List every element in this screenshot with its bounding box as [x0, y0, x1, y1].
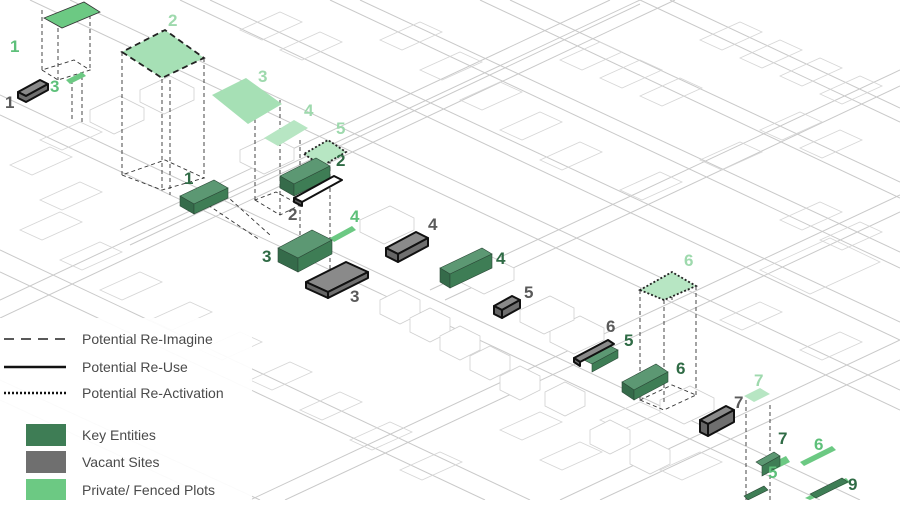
legend-key-entities: Key Entities	[26, 424, 156, 446]
plot-p2-top	[120, 28, 206, 80]
vacant-site-6	[573, 339, 615, 367]
legend-private-plots: Private/ Fenced Plots	[26, 479, 215, 500]
label-g7: 7	[778, 429, 787, 448]
legend: Potential Re-Imagine Potential Re-Use Po…	[0, 318, 252, 500]
label-k3-light: 3	[258, 67, 267, 86]
label-g9: 9	[848, 475, 857, 494]
vacant-site-5	[493, 295, 521, 319]
vacant-site-2	[293, 175, 343, 207]
label-g3: 3	[262, 247, 271, 266]
label-v3: 3	[350, 287, 359, 306]
label-p1: 1	[10, 37, 19, 56]
label-g4: 4	[496, 249, 506, 268]
label-g5: 5	[624, 331, 633, 350]
label-p4a: 4	[350, 207, 360, 226]
label-v5: 5	[524, 283, 533, 302]
legend-reimagine: Potential Re-Imagine	[4, 331, 213, 347]
key-entity-6	[621, 363, 669, 401]
label-p7: 7	[754, 371, 763, 390]
plot-strip-b	[330, 226, 356, 242]
legend-private-plots-label: Private/ Fenced Plots	[82, 482, 215, 498]
plot-p3-top	[212, 78, 282, 124]
label-g1: 1	[184, 169, 193, 188]
vacant-site-7	[699, 405, 735, 437]
key-entity-3	[277, 229, 333, 273]
legend-vacant-sites: Vacant Sites	[26, 451, 160, 473]
key-entity-9	[809, 477, 849, 499]
vacant-site-3	[305, 261, 369, 299]
plot-p7-top	[744, 388, 770, 402]
label-k5-light: 5	[336, 119, 345, 138]
vacant-site-4	[385, 231, 429, 263]
key-entity-4	[439, 247, 493, 289]
vacant-site-1	[17, 79, 49, 103]
label-p6b: 6	[814, 435, 823, 454]
key-entity-bottom	[743, 485, 769, 501]
label-v4: 4	[428, 215, 438, 234]
legend-reactivation: Potential Re-Activation	[4, 385, 224, 401]
label-k4-light: 4	[304, 101, 314, 120]
legend-key-entities-label: Key Entities	[82, 427, 156, 443]
legend-reuse: Potential Re-Use	[4, 359, 188, 375]
key-entities	[179, 157, 849, 501]
label-v7: 7	[734, 393, 743, 412]
key-entity-7	[755, 451, 781, 477]
key-entity-1	[179, 179, 229, 215]
plot-strip-a	[66, 72, 86, 84]
label-g2: 2	[336, 151, 345, 170]
plot-strip-c	[800, 446, 836, 466]
label-p6a: 6	[684, 251, 693, 270]
parcel-lines	[9, 11, 883, 481]
plot-p1-top	[43, 1, 101, 29]
label-g6: 6	[676, 359, 685, 378]
label-p5b: 5	[768, 463, 777, 482]
key-entity-2	[279, 157, 331, 197]
label-v2: 2	[288, 205, 297, 224]
elevated-plots	[43, 1, 850, 500]
legend-reactivation-label: Potential Re-Activation	[82, 385, 224, 401]
legend-vacant-sites-label: Vacant Sites	[82, 454, 160, 470]
number-labels: 1 2 3 1 3 4 5 1 2 2 4 3 3 4 4 5 6 6 5 6 …	[5, 11, 857, 494]
vacant-sites	[17, 79, 735, 437]
plot-p4-top	[264, 120, 308, 146]
plot-p6-top	[637, 270, 698, 301]
legend-reuse-label: Potential Re-Use	[82, 359, 188, 375]
label-p2: 2	[168, 11, 177, 30]
label-v1: 1	[5, 93, 14, 112]
legend-reimagine-label: Potential Re-Imagine	[82, 331, 213, 347]
label-p3: 3	[50, 77, 59, 96]
label-v6: 6	[606, 317, 615, 336]
